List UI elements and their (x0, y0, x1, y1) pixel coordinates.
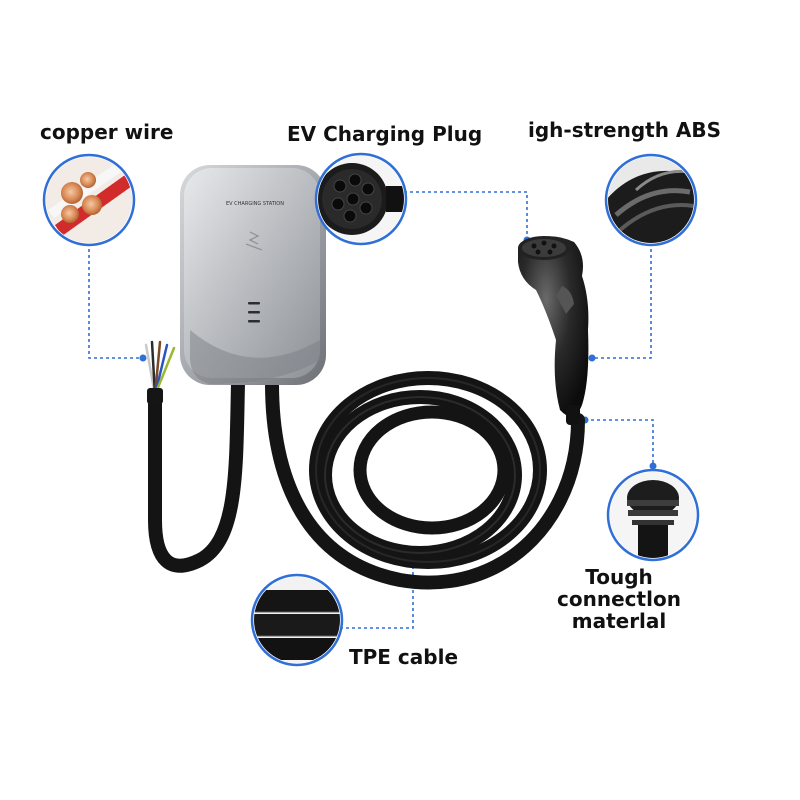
status-indicator-lights (248, 302, 260, 323)
leader-abs (592, 243, 652, 359)
wire-sleeve (147, 388, 163, 404)
copper-wire-label: copper wire (40, 120, 174, 144)
charging-station: EV CHARGING STATION (180, 165, 326, 385)
leader-copper (88, 243, 143, 359)
station-panel-text: EV CHARGING STATION (226, 201, 284, 207)
tpe-cable-label: TPE cable (349, 645, 459, 669)
copper-wire-ends (144, 340, 176, 397)
tough-material-label: Tough connectlon materlal (530, 566, 708, 632)
tough-material-label-line1: Tough connectlon (557, 565, 681, 611)
tough-material-callout (606, 468, 700, 562)
abs-label: igh-strength ABS (528, 118, 722, 142)
leader-tough (585, 419, 654, 472)
copper-wire-callout (42, 153, 136, 247)
leader-plug (404, 191, 528, 240)
tpe-cable-callout (250, 573, 344, 667)
tough-material-label-line2: materlal (571, 609, 667, 633)
tpe-cable-coil (148, 371, 585, 590)
charging-connector-gun (518, 236, 589, 425)
lightning-logo-icon (245, 231, 263, 251)
abs-handle-callout (604, 153, 698, 247)
ev-plug-callout (314, 152, 408, 246)
ev-charging-plug-label: EV Charging Plug (287, 122, 483, 146)
